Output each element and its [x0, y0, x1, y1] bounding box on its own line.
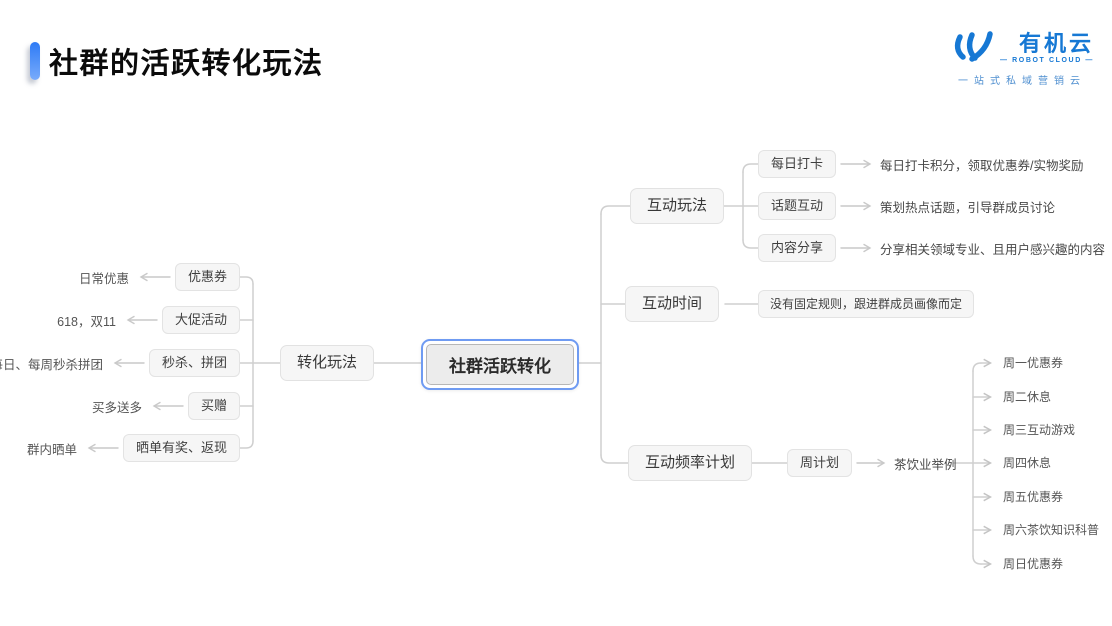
arrow-right-icon — [840, 243, 872, 253]
arrow-left-icon — [126, 315, 158, 325]
arrow-left-icon — [139, 272, 171, 282]
root-node: 社群活跃转化 — [421, 339, 579, 390]
child-desc: 每日打卡积分，领取优惠券/实物奖励 — [880, 158, 1084, 173]
week-item-sat: 周六茶饮知识科普 — [1003, 523, 1100, 537]
node-conversion-play: 转化玩法 — [280, 345, 375, 381]
child-row-daily-checkin: 每日打卡 每日打卡积分，领取优惠券/实物奖励 — [758, 150, 1084, 178]
leaf-label: 买多送多 — [91, 400, 142, 415]
logo-brand-name: 有机云 — [1018, 31, 1094, 56]
left-row-flash-sale: 每日、每周秒杀拼团 秒杀、拼团 — [0, 348, 240, 378]
leaf-label: 每日、每周秒杀拼团 — [0, 357, 103, 372]
node-flash-group: 秒杀、拼团 — [148, 349, 240, 377]
title-accent-bar — [30, 42, 40, 80]
tea-example-label: 茶饮业举例 — [894, 457, 957, 472]
week-item-thu: 周四休息 — [1003, 456, 1052, 470]
child-row-content-share: 内容分享 分享相关领域专业、且用户感兴趣的内容 — [758, 234, 1105, 262]
logo: 有机云 — ROBOT CLOUD — 一站式私域营销云 — [950, 30, 1094, 87]
child-row-topic: 话题互动 策划热点话题，引导群成员讨论 — [758, 192, 1055, 220]
node-content-share: 内容分享 — [758, 234, 837, 262]
node-big-promo: 大促活动 — [161, 306, 240, 334]
arrow-left-icon — [87, 443, 119, 453]
node-interaction-play: 互动玩法 — [630, 188, 725, 224]
logo-subtitle: — ROBOT CLOUD — — [1000, 57, 1094, 64]
child-desc: 策划热点话题，引导群成员讨论 — [880, 200, 1056, 215]
node-frequency-plan: 互动频率计划 — [628, 445, 753, 481]
left-row-coupon: 日常优惠 优惠券 — [79, 262, 240, 292]
week-item-sun: 周日优惠券 — [1003, 557, 1064, 571]
node-coupon: 优惠券 — [174, 263, 240, 291]
arrow-left-icon — [113, 358, 145, 368]
arrow-right-icon — [840, 159, 872, 169]
left-row-promo: 618，双11 大促活动 — [57, 305, 240, 335]
leaf-label: 618，双11 — [57, 314, 116, 329]
node-buy-gift: 买赠 — [187, 392, 240, 420]
week-item-fri: 周五优惠券 — [1003, 490, 1064, 504]
node-time-note: 没有固定规则，跟进群成员画像而定 — [758, 290, 975, 318]
left-row-share-order: 群内晒单 晒单有奖、返现 — [27, 433, 240, 463]
leaf-label: 群内晒单 — [26, 442, 77, 457]
node-topic-interaction: 话题互动 — [758, 192, 837, 220]
page-title: 社群的活跃转化玩法 — [49, 48, 324, 80]
logo-tagline: 一站式私域营销云 — [958, 76, 1086, 87]
arrow-left-icon — [152, 401, 184, 411]
child-desc: 分享相关领域专业、且用户感兴趣的内容 — [880, 242, 1106, 257]
header: 社群的活跃转化玩法 — [30, 40, 324, 82]
arrow-right-icon — [856, 458, 886, 468]
left-row-gift: 买多送多 买赠 — [92, 391, 240, 421]
week-item-tue: 周二休息 — [1003, 390, 1052, 404]
leaf-label: 日常优惠 — [78, 271, 129, 286]
time-note-row: 没有固定规则，跟进群成员画像而定 — [758, 290, 975, 318]
node-week-plan: 周计划 — [787, 449, 853, 477]
weekly-plan-row: 周计划 茶饮业举例 — [787, 449, 957, 477]
node-daily-checkin: 每日打卡 — [758, 150, 837, 178]
root-node-label: 社群活跃转化 — [426, 344, 574, 385]
arrow-right-icon — [840, 201, 872, 211]
node-share-reward: 晒单有奖、返现 — [122, 434, 240, 462]
node-interaction-time: 互动时间 — [625, 286, 720, 322]
week-item-mon: 周一优惠券 — [1003, 356, 1064, 370]
logo-icon — [954, 31, 993, 62]
week-item-wed: 周三互动游戏 — [1003, 423, 1076, 437]
